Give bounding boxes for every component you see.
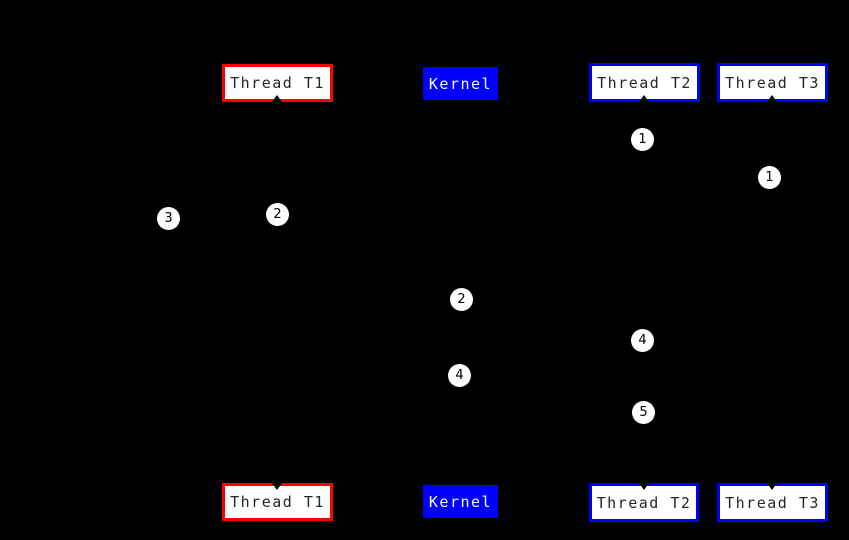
arrowhead-notch-t1-bottom bbox=[272, 483, 282, 490]
event-marker-1-thread-t2: 1 bbox=[631, 128, 654, 151]
node-kernel-top: Kernel bbox=[423, 67, 498, 100]
arrowhead-notch-t1-top bbox=[272, 95, 282, 102]
event-marker-4-kernel: 4 bbox=[448, 364, 471, 387]
event-marker-3-left: 3 bbox=[157, 207, 180, 230]
arrowhead-notch-t3-top bbox=[767, 95, 777, 102]
node-kernel-bottom: Kernel bbox=[423, 485, 498, 518]
event-marker-5-thread-t2: 5 bbox=[632, 401, 655, 424]
arrowhead-notch-t2-top bbox=[639, 95, 649, 102]
event-marker-4-thread-t2: 4 bbox=[631, 329, 654, 352]
event-marker-1-thread-t3: 1 bbox=[758, 166, 781, 189]
event-marker-2-thread-t1: 2 bbox=[266, 203, 289, 226]
arrowhead-notch-t2-bottom bbox=[639, 483, 649, 490]
arrowhead-notch-t3-bottom bbox=[767, 483, 777, 490]
event-marker-2-kernel: 2 bbox=[450, 288, 473, 311]
